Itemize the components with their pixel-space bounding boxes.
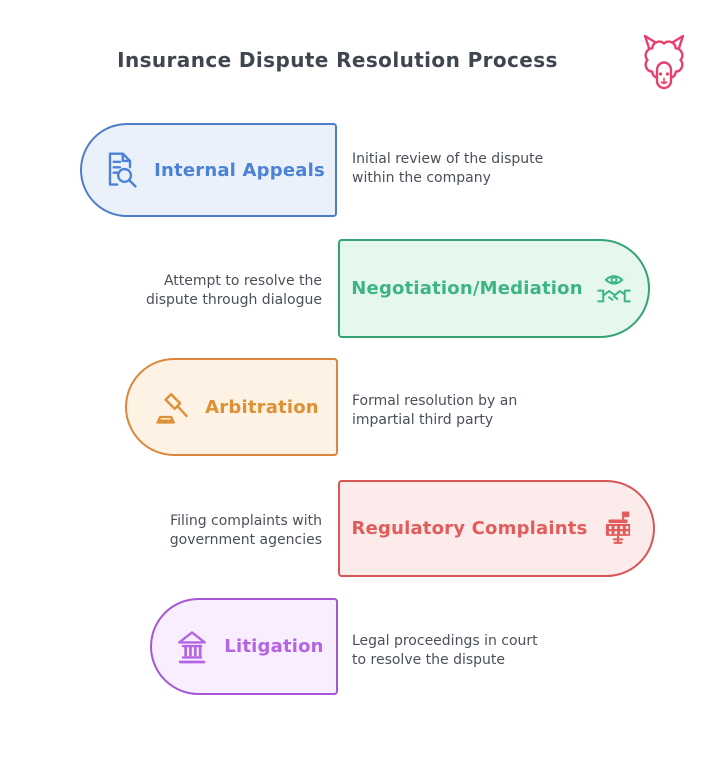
desc-line: within the company	[352, 170, 491, 186]
step-label: Negotiation/Mediation	[351, 278, 583, 299]
step-label: Internal Appeals	[154, 159, 325, 181]
desc-line: Formal resolution by an	[352, 393, 518, 409]
desc-line: Legal proceedings in court	[352, 633, 538, 649]
desc-line: government agencies	[169, 532, 322, 548]
gavel-icon	[152, 386, 192, 428]
page-title: Insurance Dispute Resolution Process	[117, 48, 558, 72]
alpaca-logo-icon	[634, 32, 694, 96]
desc-line: Attempt to resolve the	[163, 273, 322, 289]
step-description: Formal resolution by an impartial third …	[352, 392, 517, 430]
step-card-litigation: Litigation	[150, 598, 338, 695]
desc-line: impartial third party	[352, 412, 494, 428]
step-card-negotiation-mediation: Negotiation/Mediation	[338, 239, 650, 338]
step-card-arbitration: Arbitration	[125, 358, 338, 456]
step-card-regulatory-complaints: Regulatory Complaints	[338, 480, 655, 577]
desc-line: Initial review of the dispute	[352, 151, 544, 167]
step-label: Regulatory Complaints	[351, 518, 588, 539]
step-description: Filing complaints with government agenci…	[72, 512, 322, 550]
step-label: Litigation	[224, 636, 324, 657]
step-description: Initial review of the dispute within the…	[352, 150, 543, 188]
desc-line: to resolve the dispute	[352, 652, 506, 668]
mediation-handshake-icon	[595, 270, 633, 308]
step-card-internal-appeals: Internal Appeals	[80, 123, 337, 217]
step-label: Arbitration	[205, 396, 319, 418]
document-search-icon	[100, 149, 140, 191]
step-description: Attempt to resolve the dispute through d…	[72, 272, 322, 310]
step-description: Legal proceedings in court to resolve th…	[352, 632, 538, 670]
courthouse-icon	[172, 626, 212, 668]
desc-line: Filing complaints with	[170, 513, 322, 529]
government-building-icon	[599, 509, 637, 549]
desc-line: dispute through dialogue	[145, 292, 322, 308]
